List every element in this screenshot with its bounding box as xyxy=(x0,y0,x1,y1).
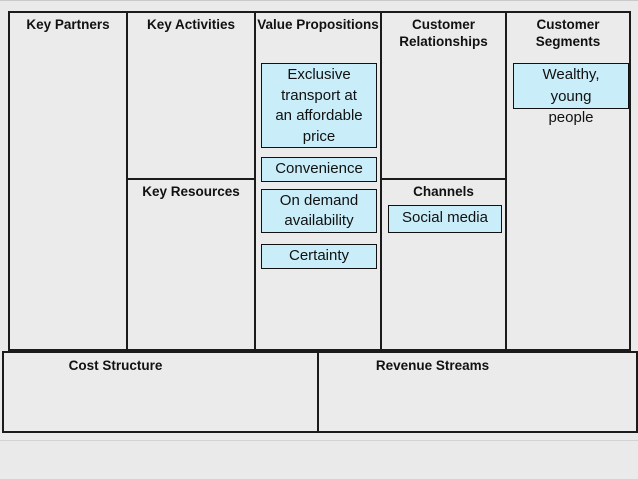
slide-top-edge-line xyxy=(0,0,638,1)
sticky-note-wealthy-text: Wealthy, young people xyxy=(542,66,600,126)
key-partners-heading: Key Partners xyxy=(26,17,110,32)
revenue-streams-heading: Revenue Streams xyxy=(375,358,490,373)
sticky-note-wealthy-box xyxy=(513,63,629,109)
customer-segments-heading: Customer Segments xyxy=(535,17,601,49)
key-resources-heading: Key Resources xyxy=(142,184,240,199)
key-partners-cell: Key Partners xyxy=(10,13,128,349)
key-activities-heading: Key Activities xyxy=(146,17,236,32)
key-activities-cell: Key Activities xyxy=(128,13,254,180)
sticky-note-convenience: Convenience xyxy=(261,157,377,182)
cost-structure-cell: Cost Structure xyxy=(4,353,319,431)
cost-structure-heading: Cost Structure xyxy=(68,358,163,373)
revenue-streams-cell: Revenue Streams xyxy=(319,353,636,431)
value-propositions-heading: Value Propositions xyxy=(257,17,379,32)
customer-relationships-column: Customer Relationships Channels xyxy=(382,13,507,349)
key-activities-column: Key Activities Key Resources xyxy=(128,13,256,349)
sticky-note-wealthy-young-people: Wealthy, young people xyxy=(513,63,629,151)
sticky-note-social-media: Social media xyxy=(388,205,502,233)
channels-heading: Channels xyxy=(413,184,474,199)
sticky-note-on-demand-availability: On demand availability xyxy=(261,189,377,233)
sticky-note-exclusive-transport: Exclusive transport at an affordable pri… xyxy=(261,63,377,148)
customer-relationships-heading: Customer Relationships xyxy=(399,17,488,49)
sticky-note-certainty: Certainty xyxy=(261,244,377,269)
channels-cell: Channels xyxy=(382,180,505,349)
slide-bottom-divider-line xyxy=(0,440,638,441)
canvas-bottom-row: Cost Structure Revenue Streams xyxy=(2,351,638,433)
customer-relationships-cell: Customer Relationships xyxy=(382,13,505,180)
customer-segments-cell: Customer Segments xyxy=(507,13,629,349)
key-resources-cell: Key Resources xyxy=(128,180,254,349)
value-propositions-cell: Value Propositions xyxy=(256,13,382,349)
